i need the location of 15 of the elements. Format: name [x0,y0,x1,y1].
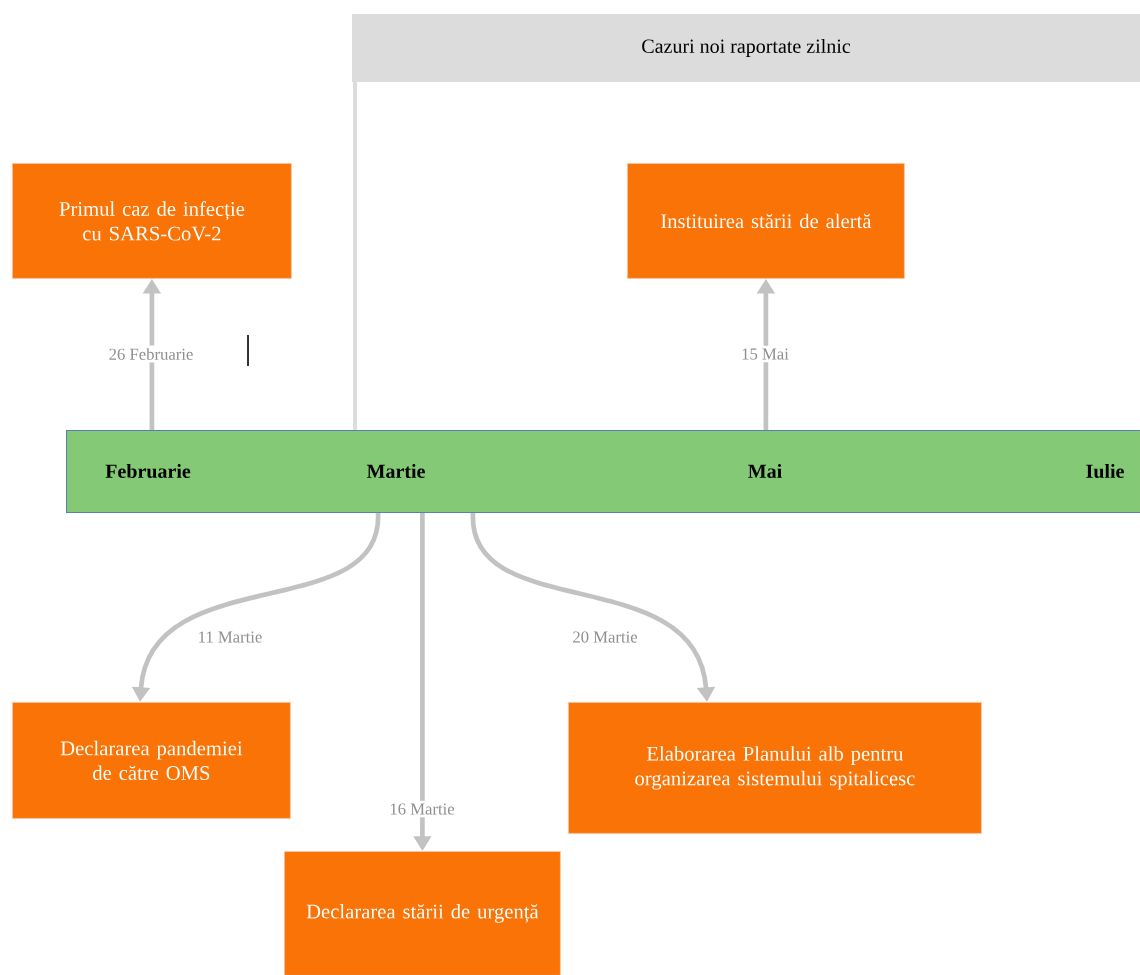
edge-label: 11 Martie [195,628,265,646]
event-box: Primul caz de infecție cu SARS-CoV-2 [12,163,292,279]
event-box: Elaborarea Planului alb pentru organizarea sistemului spitalicesc [568,702,982,834]
event-box: Instituirea stării de alertă [627,163,905,279]
band-heading: Cazuri noi raportate zilnic [642,38,851,58]
edge-label: 26 Februarie [106,345,196,363]
month-label: Martie [366,464,425,479]
event-box: Declararea stării de urgență [284,851,561,975]
month-label: Mai [748,464,782,479]
month-label: Februarie [105,463,191,479]
edge-label: 16 Martie [386,800,458,818]
month-label: Iulie [1086,463,1124,479]
edge-label: 20 Martie [569,628,641,646]
edge-label: 15 Mai [738,345,792,363]
event-box: Declararea pandemiei de către OMS [12,702,291,819]
